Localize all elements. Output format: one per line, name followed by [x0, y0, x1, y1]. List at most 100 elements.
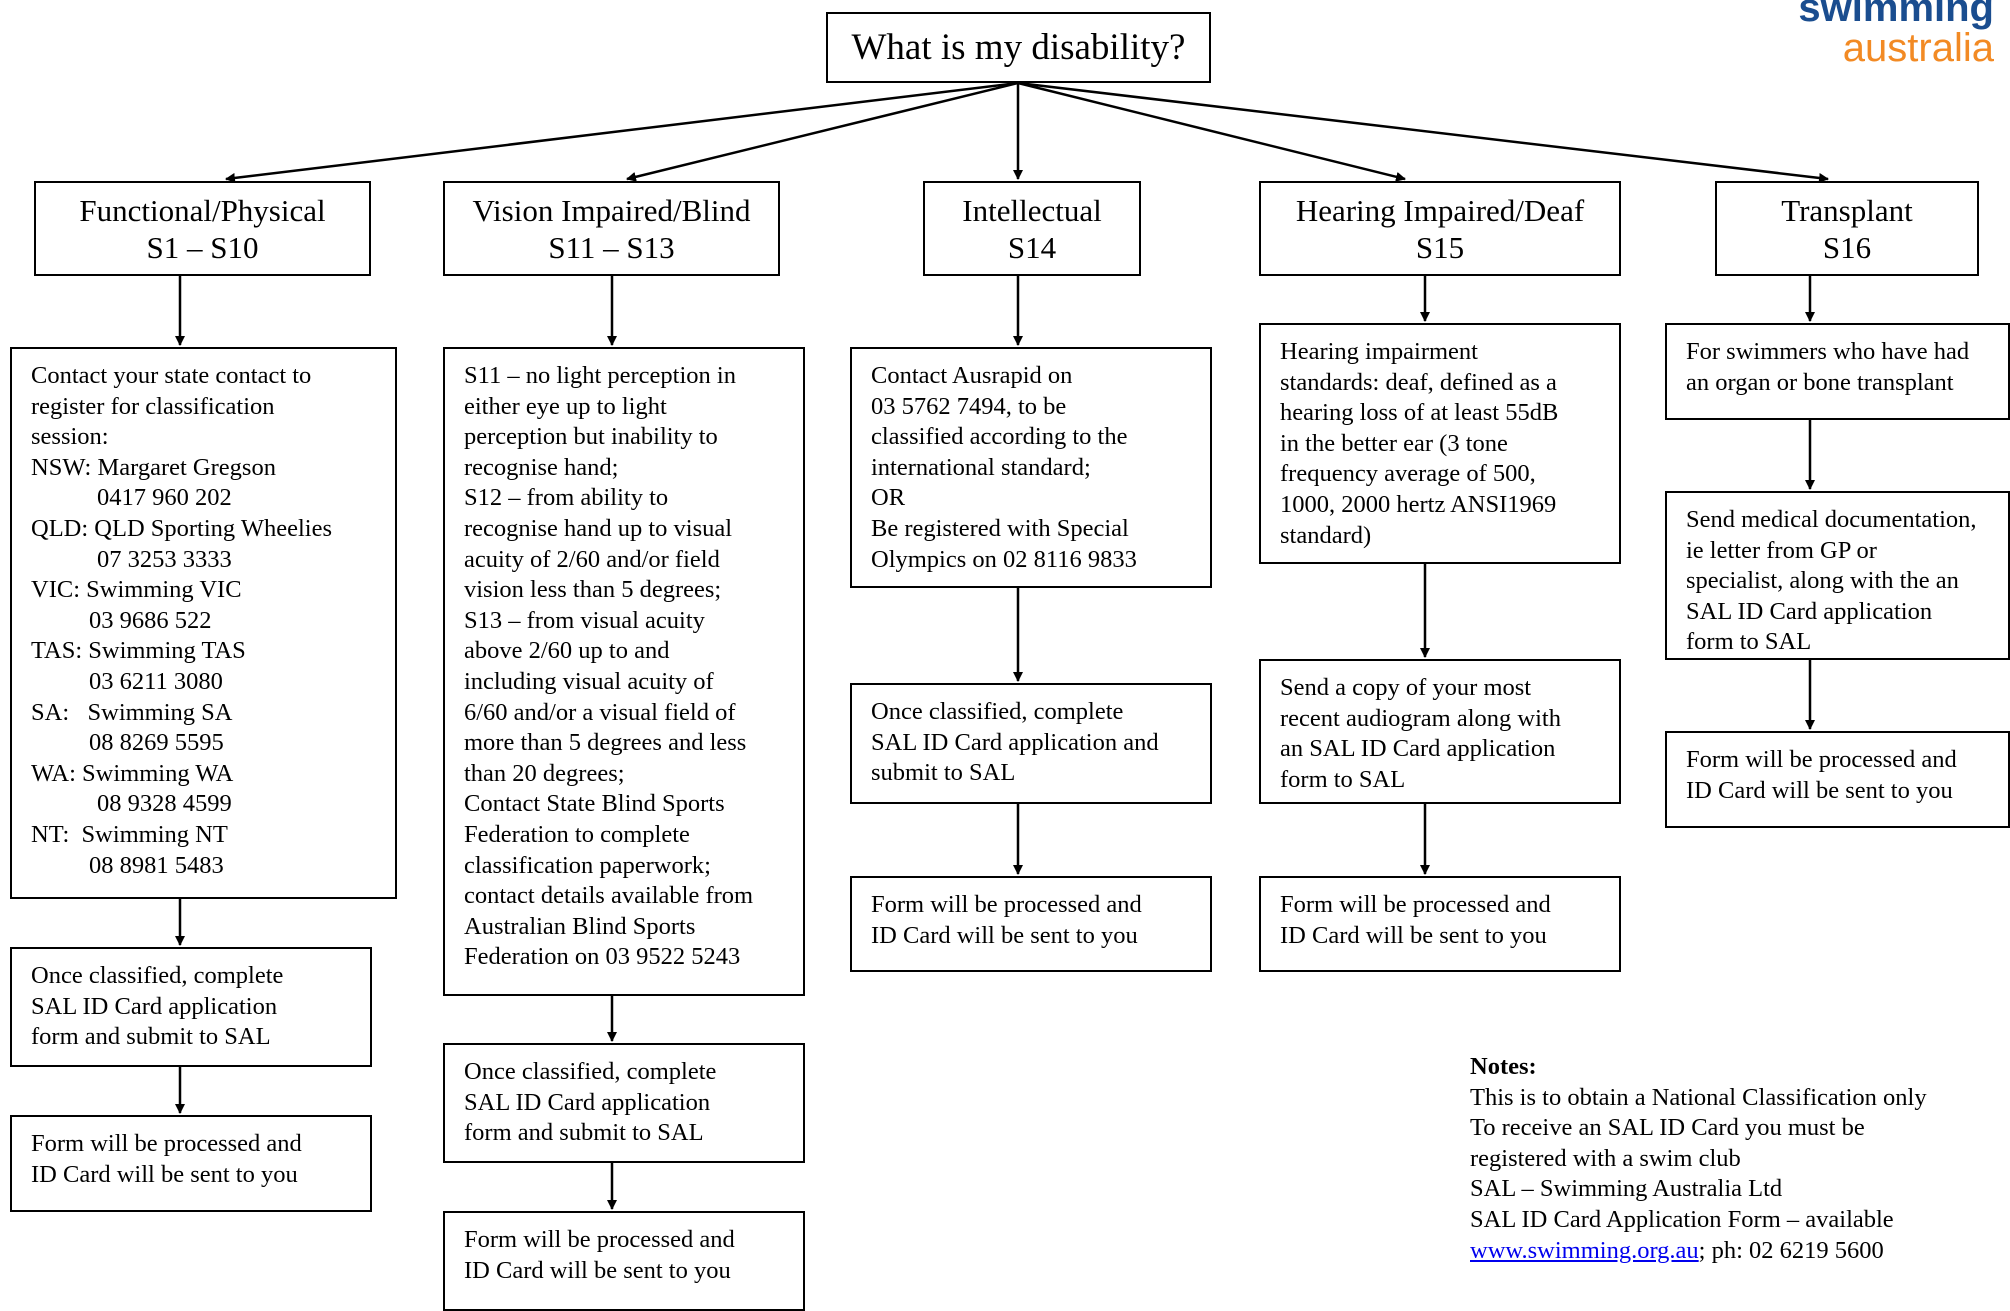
category-classes: S11 – S13: [548, 229, 675, 265]
text-line: recognise hand up to visual: [464, 514, 733, 542]
arrow-root-to-functional: [225, 81, 1019, 183]
notes-line: registered with a swim club: [1470, 1144, 1741, 1172]
hearing-step-3-box: Form will be processed and ID Card will …: [1259, 876, 1621, 972]
category-classes: S15: [1415, 229, 1465, 265]
state-contact-nt: NT: Swimming NT: [31, 820, 228, 848]
header-hearing-impaired: Hearing Impaired/Deaf S15: [1259, 181, 1621, 276]
phone-qld: 07 3253 3333: [97, 545, 232, 573]
text-line: recent audiogram along with: [1280, 704, 1561, 732]
text-line: SAL ID Card application: [1686, 597, 1933, 625]
text-line: Send a copy of your most: [1280, 674, 1532, 701]
text-line: including visual acuity of: [464, 667, 714, 695]
swimming-australia-logo: swimming australia: [1798, 0, 1994, 68]
functional-step-2-box: Once classified, complete SAL ID Card ap…: [10, 947, 372, 1067]
category-name: Intellectual: [962, 192, 1102, 228]
text-line: Australian Blind Sports: [464, 912, 696, 940]
text-line: 03 5762 7494, to be: [871, 392, 1067, 420]
text-line: ID Card will be sent to you: [1686, 776, 1953, 804]
notes-contact-line: www.swimming.org.au; ph: 02 6219 5600: [1470, 1236, 1927, 1267]
text-line: classified according to the: [871, 423, 1128, 451]
header-intellectual: Intellectual S14: [923, 181, 1141, 276]
arrow-root-to-transplant: [1017, 81, 1829, 183]
text-line: specialist, along with the an: [1686, 567, 1959, 595]
notes-phone: ; ph: 02 6219 5600: [1698, 1236, 1884, 1264]
state-contact-tas: TAS: Swimming TAS: [31, 637, 246, 665]
phone-nt: 08 8981 5483: [89, 851, 224, 879]
text-line: form to SAL: [1280, 765, 1406, 793]
state-contact-sa: SA: Swimming SA: [31, 698, 233, 726]
logo-line-1: swimming: [1798, 0, 1994, 30]
text-line: ID Card will be sent to you: [464, 1256, 731, 1284]
category-name: Transplant: [1781, 192, 1913, 228]
category-name: Hearing Impaired/Deaf: [1295, 192, 1585, 228]
transplant-step-1-box: For swimmers who have had an organ or bo…: [1665, 323, 2010, 420]
text-line: Contact your state contact to: [31, 362, 312, 389]
text-line: frequency average of 500,: [1280, 460, 1536, 488]
text-line: international standard;: [871, 453, 1091, 481]
transplant-step-3-box: Form will be processed and ID Card will …: [1665, 731, 2010, 828]
text-line: standards: deaf, defined as a: [1280, 368, 1557, 396]
text-line: vision less than 5 degrees;: [464, 576, 722, 604]
phone-vic: 03 9686 522: [89, 606, 212, 634]
notes-line: This is to obtain a National Classificat…: [1470, 1083, 1927, 1111]
text-line: OR: [871, 484, 906, 512]
intellectual-step-1-box: Contact Ausrapid on 03 5762 7494, to be …: [850, 347, 1212, 588]
header-vision-impaired: Vision Impaired/Blind S11 – S13: [443, 181, 780, 276]
text-line: ID Card will be sent to you: [871, 921, 1138, 949]
transplant-step-2-box: Send medical documentation, ie letter fr…: [1665, 491, 2010, 660]
text-line: Contact State Blind Sports: [464, 790, 725, 818]
text-line: S13 – from visual acuity: [464, 606, 705, 634]
text-line: S11 – no light perception in: [464, 362, 736, 389]
text-line: Form will be processed and: [464, 1226, 735, 1253]
text-line: Contact Ausrapid on: [871, 362, 1073, 389]
vision-step-1-box: S11 – no light perception in either eye …: [443, 347, 805, 996]
text-line: than 20 degrees;: [464, 759, 625, 787]
text-line: above 2/60 up to and: [464, 637, 670, 665]
text-line: ie letter from GP or: [1686, 536, 1877, 564]
text-line: S12 – from ability to: [464, 484, 669, 512]
category-name: Functional/Physical: [79, 192, 326, 228]
text-line: recognise hand;: [464, 453, 619, 481]
text-line: Federation to complete: [464, 820, 690, 848]
logo-line-2: australia: [1842, 26, 1994, 70]
text-line: either eye up to light: [464, 392, 667, 420]
text-line: Olympics on 02 8116 9833: [871, 545, 1137, 573]
text-line: classification paperwork;: [464, 851, 711, 879]
state-contact-vic: VIC: Swimming VIC: [31, 576, 242, 604]
category-classes: S16: [1822, 229, 1872, 265]
text-line: an SAL ID Card application: [1280, 735, 1556, 763]
text-line: form and submit to SAL: [464, 1119, 704, 1147]
text-line: ID Card will be sent to you: [31, 1160, 298, 1188]
hearing-step-1-box: Hearing impairment standards: deaf, defi…: [1259, 323, 1621, 564]
arrow-root-to-hearing: [1017, 81, 1406, 182]
text-line: For swimmers who have had: [1686, 338, 1970, 365]
hearing-step-2-box: Send a copy of your most recent audiogra…: [1259, 659, 1621, 804]
text-line: session:: [31, 423, 109, 451]
text-line: standard): [1280, 521, 1372, 549]
notes-section: Notes: This is to obtain a National Clas…: [1470, 1052, 1927, 1266]
phone-nsw: 0417 960 202: [97, 484, 232, 512]
text-line: SAL ID Card application and: [871, 728, 1159, 756]
vision-step-2-box: Once classified, complete SAL ID Card ap…: [443, 1043, 805, 1163]
root-question-box: What is my disability?: [826, 12, 1211, 83]
functional-step-1-box: Contact your state contact to register f…: [10, 347, 397, 899]
text-line: more than 5 degrees and less: [464, 729, 747, 757]
swimming-website-link[interactable]: www.swimming.org.au: [1470, 1236, 1699, 1264]
category-classes: S1 – S10: [146, 229, 259, 265]
state-contact-qld: QLD: QLD Sporting Wheelies: [31, 514, 332, 542]
functional-step-3-box: Form will be processed and ID Card will …: [10, 1115, 372, 1212]
notes-title: Notes:: [1470, 1053, 1537, 1080]
header-transplant: Transplant S16: [1715, 181, 1979, 276]
root-question: What is my disability?: [851, 27, 1186, 68]
arrow-root-to-vision: [626, 81, 1019, 182]
phone-sa: 08 8269 5595: [89, 729, 224, 757]
text-line: Send medical documentation,: [1686, 506, 1977, 533]
vision-step-3-box: Form will be processed and ID Card will …: [443, 1211, 805, 1311]
text-line: SAL ID Card application: [31, 992, 278, 1020]
text-line: contact details available from: [464, 882, 754, 910]
text-line: submit to SAL: [871, 759, 1016, 787]
text-line: Once classified, complete: [464, 1058, 717, 1085]
text-line: Form will be processed and: [1280, 891, 1551, 918]
intellectual-step-2-box: Once classified, complete SAL ID Card ap…: [850, 683, 1212, 804]
notes-line: To receive an SAL ID Card you must be: [1470, 1114, 1865, 1142]
